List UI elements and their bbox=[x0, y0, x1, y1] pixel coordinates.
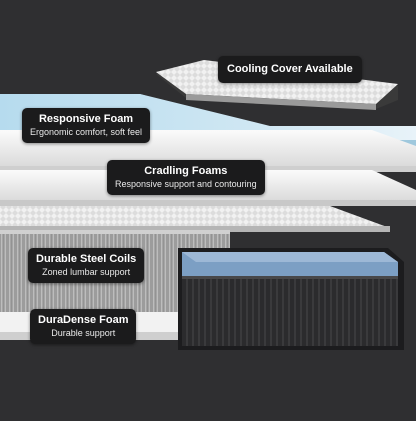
cradling-foams-title: Cradling Foams bbox=[144, 165, 228, 177]
cradling-foams-subtitle: Responsive support and contouring bbox=[115, 179, 257, 190]
steel-coils-subtitle: Zoned lumbar support bbox=[42, 267, 131, 278]
responsive-foam-title: Responsive Foam bbox=[38, 113, 134, 125]
coil-top-layer bbox=[0, 206, 390, 232]
responsive-foam-subtitle: Ergonomic comfort, soft feel bbox=[30, 127, 143, 138]
cooling-cover-label: Cooling Cover Available bbox=[218, 56, 362, 84]
duradense-foam-subtitle: Durable support bbox=[51, 328, 116, 339]
lumbar-zone-cutaway bbox=[178, 248, 404, 350]
duradense-foam-title: DuraDense Foam bbox=[38, 314, 129, 326]
responsive-foam-label: Responsive Foam Ergonomic comfort, soft … bbox=[22, 108, 151, 143]
steel-coils-label: Durable Steel Coils Zoned lumbar support bbox=[28, 248, 145, 283]
duradense-foam-label: DuraDense Foam Durable support bbox=[30, 309, 137, 344]
cooling-cover-title: Cooling Cover Available bbox=[227, 63, 353, 75]
steel-coils-title: Durable Steel Coils bbox=[36, 253, 137, 265]
cradling-foams-label: Cradling Foams Responsive support and co… bbox=[107, 160, 265, 195]
